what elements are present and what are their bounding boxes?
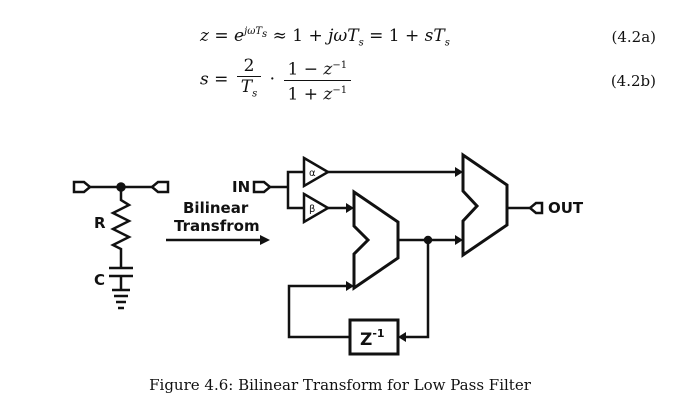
- output-label: OUT: [548, 199, 584, 217]
- delay-feedback-arrowhead-icon: [346, 281, 354, 291]
- transform-arrowhead-icon: [260, 235, 270, 245]
- feedback-arrowhead-icon: [398, 332, 406, 342]
- delay-label-base: Z: [360, 330, 372, 350]
- bilinear-transform-diagram: R C Bilinear Transfrom IN OUT α β Z-1: [72, 152, 584, 356]
- delay-label: Z-1: [360, 327, 385, 350]
- resistor-icon: [110, 187, 132, 262]
- beta-arrowhead-icon: [346, 203, 354, 213]
- figure-caption: Figure 4.6: Bilinear Transform for Low P…: [149, 376, 531, 394]
- equation-number-4-2a: (4.2a): [611, 28, 656, 46]
- delay-feedback-wire: [287, 284, 350, 339]
- delay-label-exponent: -1: [372, 327, 384, 340]
- equation-number-4-2b: (4.2b): [610, 72, 656, 90]
- output-port-icon: [528, 201, 544, 215]
- inner-output-arrowhead-icon: [455, 235, 463, 245]
- gain-alpha-triangle-icon: [302, 155, 331, 189]
- gain-beta-triangle-icon: [302, 191, 331, 225]
- gain-beta-label: β: [309, 204, 315, 215]
- capacitor-label: C: [94, 271, 105, 289]
- arrow-label-line1: Bilinear: [183, 199, 249, 217]
- gain-alpha-label: α: [309, 168, 316, 179]
- rc-circuit: [72, 180, 170, 310]
- equation-4-2a-expression: z = ejωTs ≈ 1 + jωTs = 1 + sTs: [200, 26, 450, 49]
- arrow-label-line2: Transfrom: [174, 217, 260, 235]
- equation-4-2a: z = ejωTs ≈ 1 + jωTs = 1 + sTs (4.2a): [0, 26, 680, 52]
- rc-right-port-icon: [150, 180, 170, 194]
- resistor-label: R: [94, 214, 106, 232]
- input-port-icon: [252, 180, 272, 194]
- alpha-arrowhead-icon: [455, 167, 463, 177]
- input-wire-lower: [286, 187, 304, 210]
- output-adder-icon: [461, 152, 509, 258]
- feedback-wire-down: [406, 240, 430, 339]
- input-wire-upper: [286, 170, 304, 187]
- rc-left-port-icon: [72, 180, 92, 194]
- input-label: IN: [232, 178, 250, 196]
- inner-adder-icon: [352, 189, 400, 291]
